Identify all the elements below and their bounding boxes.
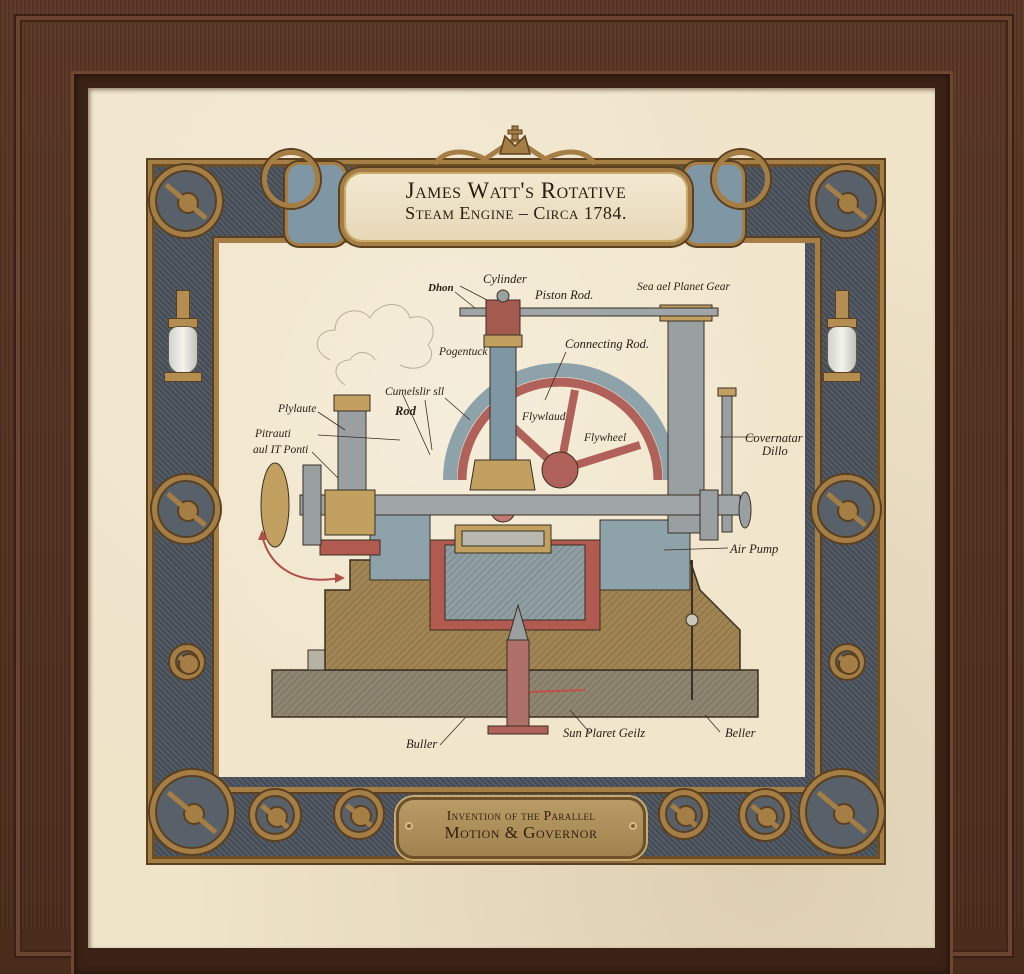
corner-gear-top-left	[150, 165, 222, 237]
side-gear-right	[812, 475, 880, 543]
label-governor-line-2: Dillo	[762, 444, 788, 458]
side-gear-left	[152, 475, 220, 543]
title-line-2: Steam Engine – Circa 1784.	[405, 203, 627, 223]
label-plylaute: Plylaute	[278, 403, 317, 415]
label-sun-planet-gear-bottom: Sun Plaret Geilz	[563, 726, 646, 740]
label-fragment-top-left: Dhon	[428, 282, 454, 294]
label-cylinder: Cylinder	[483, 272, 527, 286]
side-knob-left	[170, 645, 204, 679]
bottom-gear-4	[740, 790, 790, 840]
lamp-left	[162, 290, 202, 390]
label-sun-planet-gear-top: Sea ael Planet Gear	[637, 281, 730, 293]
lamp-right	[821, 290, 861, 390]
label-buller: Buller	[406, 737, 438, 751]
center-spindle	[506, 639, 530, 731]
piston-rod-beam	[459, 307, 719, 317]
corner-gear-bottom-right	[800, 770, 884, 854]
caption-plaque: Invention of the Parallel Motion & Gover…	[396, 797, 646, 859]
title-cartouche: James Watt's Rotative Steam Engine – Cir…	[340, 168, 692, 246]
label-pogentuck: Pogentuck	[439, 346, 488, 358]
label-flywlaud: Flywlaud	[522, 411, 566, 423]
bottom-gear-1	[250, 790, 300, 840]
label-air-pump: Air Pump	[730, 542, 779, 556]
plaque-line-2: Motion & Governor	[444, 823, 598, 842]
bottom-gear-2	[335, 790, 383, 838]
cylinder-column	[489, 339, 517, 481]
bottom-gear-3	[660, 790, 708, 838]
steam-engine-illustration	[258, 285, 759, 746]
chimney	[337, 409, 367, 501]
label-beller: Beller	[725, 726, 756, 740]
crown-crest-ornament	[432, 125, 598, 166]
smoke-cloud	[317, 304, 434, 386]
label-piston-rod: Piston Rod.	[535, 288, 594, 302]
label-connecting-rod: Connecting Rod.	[565, 337, 650, 351]
label-pitrauti: Pitrauti	[255, 428, 291, 440]
label-governor-line-1: Covernatar	[745, 431, 803, 445]
scroll-swirl-right	[712, 150, 770, 208]
scroll-swirl-left	[262, 150, 320, 208]
label-flywheel: Flywheel	[584, 432, 627, 444]
drive-pulley	[260, 462, 290, 548]
corner-gear-bottom-left	[150, 770, 234, 854]
plaque-line-1: Invention of the Parallel	[446, 808, 596, 823]
label-rod: Rod	[395, 404, 416, 418]
label-aul-it-ponti: aul IT Ponti	[253, 444, 309, 456]
flywheel	[443, 363, 677, 489]
corner-gear-top-right	[810, 165, 882, 237]
rotation-arrow	[261, 534, 341, 581]
side-knob-right	[830, 645, 864, 679]
title-line-1: James Watt's Rotative	[405, 178, 627, 203]
label-cumelslir: Cumelslir sll	[385, 386, 445, 398]
